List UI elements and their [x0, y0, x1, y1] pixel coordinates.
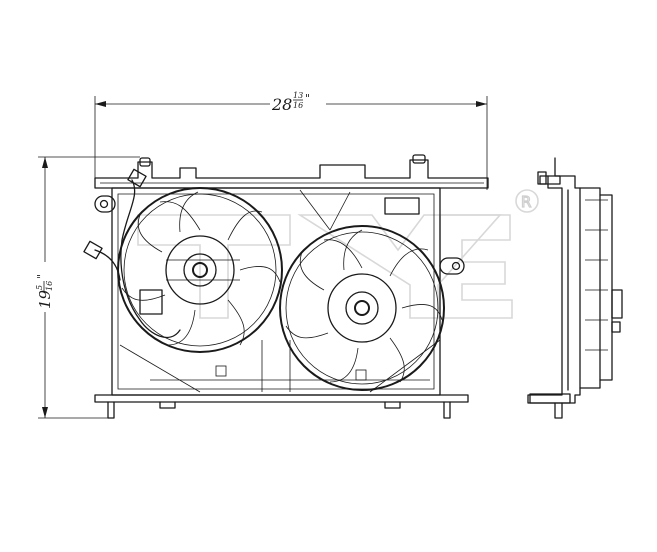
shroud-side-view	[527, 157, 623, 419]
motor-hub-icon	[327, 273, 397, 343]
motor-hub-icon	[165, 235, 240, 305]
wire-harness	[83, 168, 181, 339]
watermark-logo: R	[137, 189, 539, 319]
wire-connector-icon	[83, 168, 147, 260]
height-whole: 19	[36, 289, 54, 309]
width-dimension: 28 13 16 "	[94, 91, 488, 190]
height-dimension: 19 5 16 "	[35, 156, 140, 419]
shroud-front-view	[94, 154, 489, 419]
height-unit: "	[35, 274, 48, 279]
width-whole: 28	[271, 95, 292, 114]
width-denominator: 16	[293, 101, 303, 110]
fan-blade-icon	[285, 229, 443, 383]
right-fan	[279, 225, 445, 391]
width-numerator: 13	[293, 91, 303, 100]
height-numerator: 5	[35, 285, 44, 290]
height-denominator: 16	[45, 281, 54, 291]
fan-blade-icon	[121, 191, 281, 346]
width-unit: "	[305, 92, 310, 105]
registered-mark: R	[521, 193, 531, 211]
